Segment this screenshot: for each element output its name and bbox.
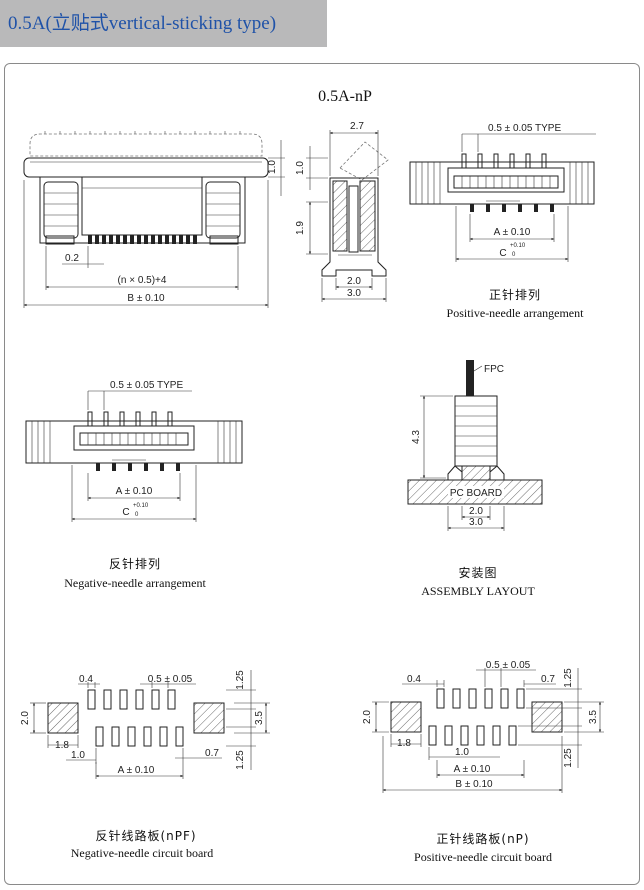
pcbn-dim-04: 0.4 bbox=[79, 674, 93, 685]
pcbn-dim-07: 0.7 bbox=[205, 748, 219, 759]
neg-dim-a: A ± 0.10 bbox=[116, 486, 153, 497]
page-header: 0.5A(立贴式vertical-sticking type) bbox=[0, 0, 327, 47]
assembly-label-cn: 安装图 bbox=[458, 565, 497, 580]
pos-label-cn: 正针排列 bbox=[489, 287, 541, 302]
neg-c-tol-plus: +0.10 bbox=[133, 503, 149, 509]
pcbp-label-cn: 正针线路板(nP) bbox=[436, 831, 529, 846]
pcbp-dim-20: 2.0 bbox=[362, 710, 373, 724]
pcbn-dim-35: 3.5 bbox=[254, 711, 265, 725]
pos-label-en: Positive-needle arrangement bbox=[447, 306, 585, 320]
assembly-fpc: FPC bbox=[484, 364, 504, 375]
side-dim-1: 1.0 bbox=[295, 161, 306, 175]
pos-dim-a: A ± 0.10 bbox=[494, 227, 531, 238]
side-dim-base-inner: 2.0 bbox=[347, 276, 361, 287]
positive-needle-view: 0.5 ± 0.05 TYPE A ± 0.10 C +0.10 0 正针排列 … bbox=[409, 123, 596, 320]
pcbp-dim-pitch: 0.5 ± 0.05 bbox=[486, 660, 531, 671]
header-title: 0.5A(立贴式vertical-sticking type) bbox=[8, 13, 277, 34]
assembly-label-en: ASSEMBLY LAYOUT bbox=[421, 584, 535, 598]
pcbp-dim-07: 0.7 bbox=[541, 674, 555, 685]
side-dim-2: 1.9 bbox=[295, 221, 306, 235]
front-dim-height: 1.0 bbox=[267, 160, 278, 174]
pcbn-dim-10: 1.0 bbox=[71, 750, 85, 761]
assembly-dim-outer: 3.0 bbox=[469, 517, 483, 528]
front-dim-b: B ± 0.10 bbox=[127, 293, 165, 304]
assembly-dim-height: 4.3 bbox=[411, 430, 422, 444]
front-dim-inner: (n × 0.5)+4 bbox=[118, 275, 167, 286]
front-dim-pin: 0.2 bbox=[65, 253, 79, 264]
assembly-pc-board: PC BOARD bbox=[450, 488, 502, 499]
pcbp-dim-125-top: 1.25 bbox=[563, 668, 574, 688]
side-dim-base-outer: 3.0 bbox=[347, 288, 361, 299]
pos-c-tol-minus: 0 bbox=[512, 252, 516, 258]
assembly-view: FPC PC BOARD 4.3 2.0 3.0 安装图 ASSEMBLY LA… bbox=[407, 360, 543, 598]
pcbn-dim-20: 2.0 bbox=[20, 711, 31, 725]
pos-dim-c: C bbox=[499, 248, 506, 259]
front-view: 1.0 0.2 (n × 0.5)+4 B ± 0.10 bbox=[23, 129, 285, 308]
pcb-negative-view: 0.4 0.5 ± 0.05 2.0 1.8 1.0 0.7 A ± 0.10 … bbox=[20, 670, 270, 860]
neg-pitch: 0.5 ± 0.05 TYPE bbox=[110, 380, 183, 391]
pcbp-dim-18: 1.8 bbox=[397, 738, 411, 749]
pcbp-label-en: Positive-needle circuit board bbox=[414, 850, 552, 864]
pcbn-label-cn: 反针线路板(nPF) bbox=[95, 828, 196, 843]
pcbn-dim-a: A ± 0.10 bbox=[118, 765, 155, 776]
pcbn-dim-125-top: 1.25 bbox=[235, 670, 246, 690]
pcbp-dim-04: 0.4 bbox=[407, 674, 421, 685]
neg-c-tol-minus: 0 bbox=[135, 512, 139, 518]
drawing-title: 0.5A-nP bbox=[318, 88, 372, 105]
pcbp-dim-10: 1.0 bbox=[455, 747, 469, 758]
drawing-frame bbox=[4, 63, 640, 885]
pcbn-label-en: Negative-needle circuit board bbox=[71, 846, 214, 860]
side-dim-top: 2.7 bbox=[350, 121, 364, 132]
negative-needle-view: 0.5 ± 0.05 TYPE A ± 0.10 C +0.10 0 反针排列 … bbox=[25, 380, 243, 590]
pcbp-dim-b: B ± 0.10 bbox=[455, 779, 493, 790]
assembly-dim-inner: 2.0 bbox=[469, 506, 483, 517]
neg-label-en: Negative-needle arrangement bbox=[64, 576, 206, 590]
neg-dim-c: C bbox=[122, 507, 129, 518]
pos-c-tol-plus: +0.10 bbox=[510, 243, 526, 249]
pcbn-dim-18: 1.8 bbox=[55, 740, 69, 751]
pcbp-dim-125-bot: 1.25 bbox=[563, 748, 574, 768]
pcbn-dim-pitch: 0.5 ± 0.05 bbox=[148, 674, 193, 685]
side-view: 2.7 1.0 1.9 2.0 3.0 bbox=[295, 121, 389, 302]
neg-label-cn: 反针排列 bbox=[109, 556, 161, 571]
pos-pitch: 0.5 ± 0.05 TYPE bbox=[488, 123, 561, 134]
pcbp-dim-35: 3.5 bbox=[588, 710, 599, 724]
pcbp-dim-a: A ± 0.10 bbox=[454, 764, 491, 775]
pcb-positive-view: 0.4 0.5 ± 0.05 0.7 2.0 1.8 1.0 A ± 0.10 … bbox=[362, 660, 604, 864]
pcbn-dim-125-bot: 1.25 bbox=[235, 750, 246, 770]
